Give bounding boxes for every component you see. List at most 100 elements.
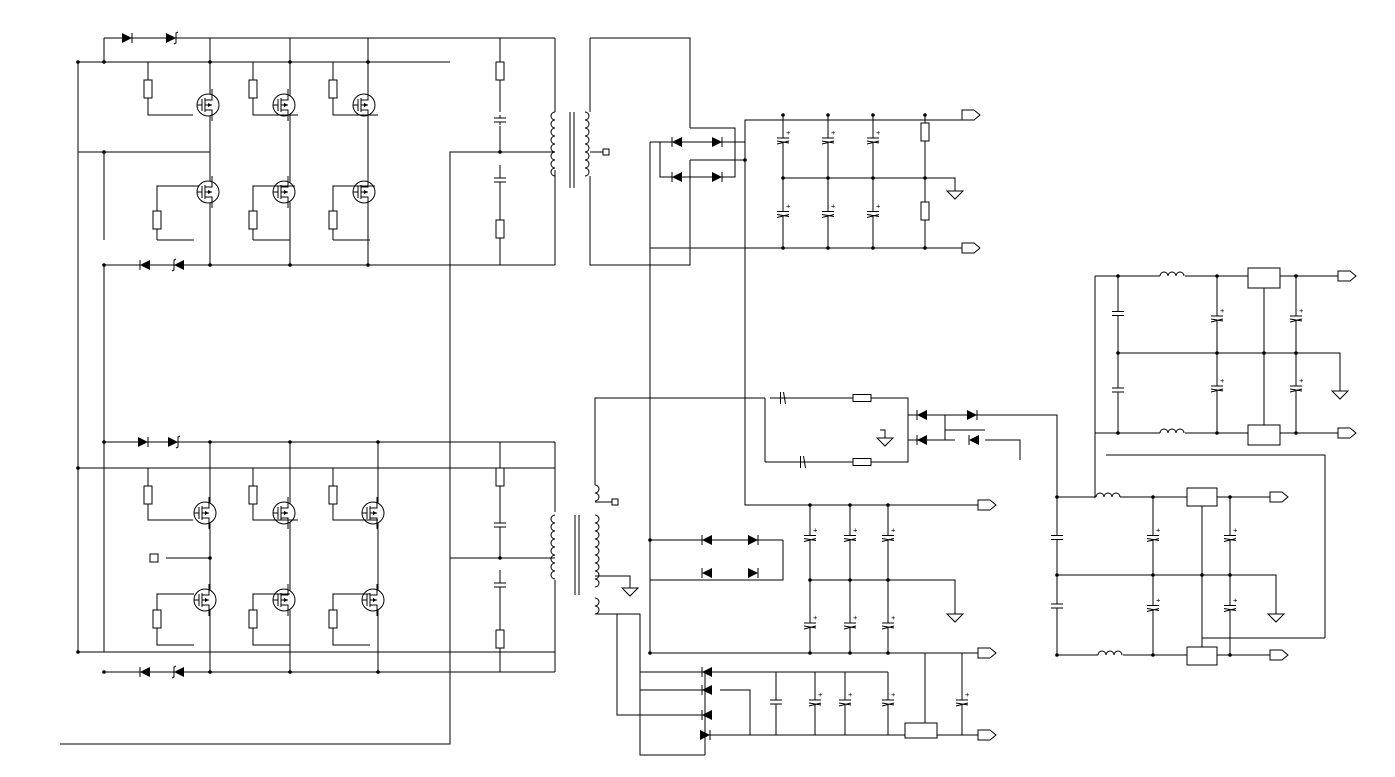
resistor (143, 485, 153, 505)
junction-dot (848, 503, 852, 507)
junction-dot (826, 176, 830, 180)
junction-dot (208, 556, 212, 560)
diode (702, 568, 712, 578)
diode (138, 437, 148, 447)
junction-dot (1151, 653, 1155, 657)
diode (702, 667, 712, 677)
wire (594, 397, 765, 503)
electrolytic-capacitor (821, 205, 835, 222)
junction-dot (288, 440, 292, 444)
electrolytic-capacitor (1223, 530, 1237, 545)
resistor (920, 201, 930, 221)
junction-dot (102, 440, 106, 444)
resistor (328, 609, 338, 629)
junction-dot (808, 503, 812, 507)
electrolytic-capacitor (1289, 310, 1303, 326)
polarity-plus: + (1233, 526, 1238, 535)
resistor (852, 458, 872, 466)
mosfet-arrow (284, 103, 288, 107)
electrolytic-capacitor (866, 205, 880, 222)
junction-dot (886, 651, 890, 655)
wire (209, 38, 369, 265)
wire (872, 397, 955, 441)
transformer-winding (550, 111, 556, 177)
electrolytic-capacitor (881, 530, 895, 545)
wire (209, 442, 379, 672)
mosfet-body (273, 176, 289, 208)
junction-dot (826, 246, 830, 250)
regulator-l7812b (904, 722, 938, 739)
mosfet-body (194, 497, 210, 529)
resistor (920, 122, 930, 142)
mosfet-body (273, 497, 289, 529)
polarity-plus: + (786, 202, 791, 211)
resistor (143, 79, 153, 99)
resistor (328, 485, 338, 505)
wire (720, 689, 751, 735)
diode (140, 667, 150, 677)
capacitor (1051, 530, 1063, 545)
diode (748, 535, 758, 545)
wire (985, 439, 1021, 460)
wire (649, 119, 962, 249)
regulator-l7812a (1186, 487, 1218, 507)
resistor (248, 609, 258, 629)
ground-icon (945, 613, 965, 623)
wire (589, 37, 691, 266)
center-tap (611, 498, 619, 506)
junction-dot (781, 176, 785, 180)
electrolytic-capacitor (1146, 600, 1160, 615)
electrolytic-capacitor (881, 618, 895, 632)
junction-dot (376, 670, 380, 674)
junction-dot (808, 651, 812, 655)
resistor (495, 629, 505, 649)
resistor (852, 394, 872, 402)
polarity-plus: + (831, 202, 836, 211)
mosfet-arrow (284, 190, 288, 194)
junction-dot (208, 670, 212, 674)
inductor (1097, 650, 1123, 656)
resistor (328, 210, 338, 230)
junction-dot (648, 651, 652, 655)
wire (880, 429, 886, 432)
mosfet-arrow (205, 598, 209, 602)
junction-dot (1228, 495, 1232, 499)
electrolytic-capacitor (803, 618, 817, 632)
minus-12v-opamp-connector (1269, 649, 1289, 661)
junction-dot (498, 556, 502, 560)
mosfet-body (197, 89, 213, 121)
polarity-plus: + (853, 613, 858, 622)
junction-dot (1055, 495, 1059, 499)
mosfet-body (273, 89, 289, 121)
zener-diode (166, 33, 176, 43)
mosfet-arrow (364, 190, 368, 194)
junction-dot (366, 263, 370, 267)
diode (748, 568, 758, 578)
regulator-l7805 (1247, 267, 1281, 289)
junction-dot (781, 113, 785, 117)
plus-5v-connector (1337, 270, 1357, 282)
polarity-plus: + (1299, 376, 1304, 385)
ground-icon (620, 587, 640, 597)
electrolytic-capacitor (838, 694, 852, 710)
diode (969, 435, 979, 445)
transformer-winding (550, 514, 556, 580)
polarity-plus: + (831, 128, 836, 137)
resistor (248, 485, 258, 505)
polarity-plus: + (965, 690, 970, 699)
mosfet-body (197, 176, 213, 208)
zener-diode (168, 437, 178, 447)
regulator-l7905 (1247, 424, 1281, 446)
plus-rail-2-connector (977, 499, 997, 511)
wire (872, 414, 985, 463)
junction-dot (871, 176, 875, 180)
mosfet-arrow (205, 511, 209, 515)
polarity-plus: + (891, 526, 896, 535)
mosfet-body (362, 497, 378, 529)
junction-dot (871, 113, 875, 117)
wire (810, 579, 956, 608)
junction-dot (1151, 495, 1155, 499)
junction-dot (102, 670, 106, 674)
polarity-plus: + (813, 613, 818, 622)
